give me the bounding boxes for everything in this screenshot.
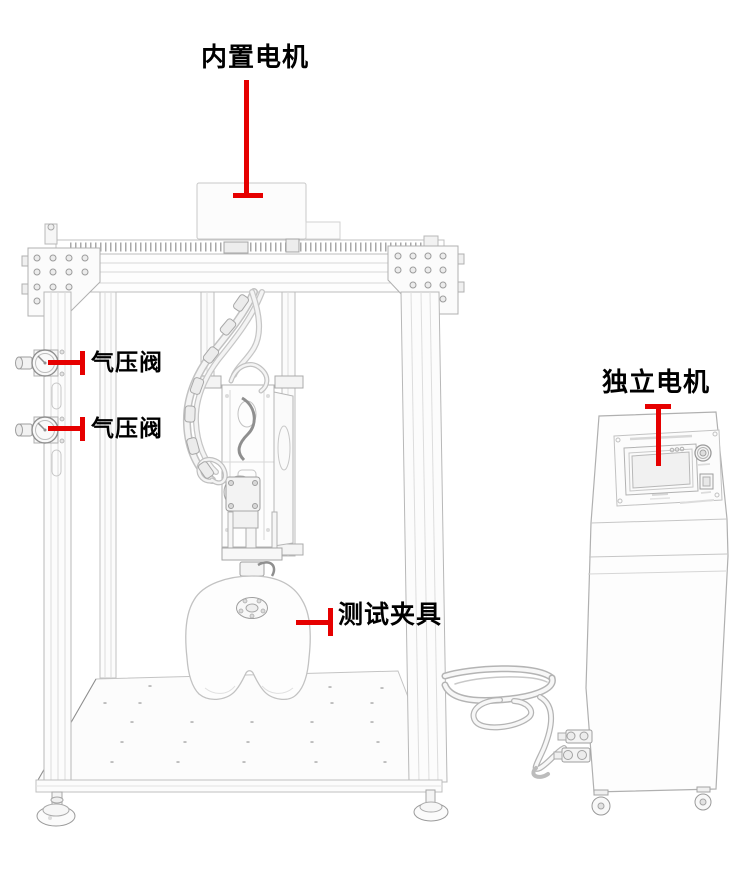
callout-bar-builtin-motor — [233, 193, 263, 198]
callout-line-valve-2 — [48, 426, 81, 431]
column-front-right — [400, 291, 448, 783]
builtin-motor-box — [196, 182, 341, 240]
callout-bar-valve-2 — [80, 417, 85, 441]
control-cabinet — [585, 411, 729, 816]
label-builtin-motor: 内置电机 — [201, 42, 310, 72]
estop-button — [694, 444, 712, 466]
vertical-actuator-assembly — [194, 291, 304, 599]
touchscreen — [623, 443, 699, 496]
callout-bar-test-fixture — [328, 608, 333, 636]
column-back-left — [99, 291, 117, 679]
power-switch — [699, 473, 714, 494]
table-perforations — [103, 685, 387, 763]
callout-line-independent-motor — [656, 408, 661, 466]
callout-bar-valve-1 — [80, 351, 85, 375]
leveling-foot-left — [36, 791, 76, 827]
callout-line-valve-1 — [48, 360, 81, 365]
callout-line-test-fixture — [296, 620, 329, 625]
leveling-foot-right — [413, 789, 449, 822]
label-independent-motor: 独立电机 — [602, 367, 711, 397]
label-test-fixture: 测试夹具 — [338, 601, 443, 629]
base-frame-front — [35, 779, 443, 793]
label-pneumatic-valve-1: 气压阀 — [91, 349, 163, 375]
top-beam — [44, 223, 451, 293]
fixture-flange — [236, 597, 268, 619]
test-fixture-form — [185, 575, 311, 700]
callout-bar-independent-motor — [645, 404, 671, 409]
caster-left — [591, 789, 611, 816]
callout-line-builtin-motor — [244, 80, 249, 194]
pneumatic-fittings — [553, 729, 593, 763]
label-pneumatic-valve-2: 气压阀 — [91, 415, 163, 441]
base-table — [37, 670, 441, 781]
caster-right — [694, 786, 712, 811]
cable-bundle — [182, 288, 270, 486]
indicator-dots — [669, 446, 685, 453]
pressure-gauge-bottom — [15, 416, 65, 477]
air-hose — [441, 665, 567, 779]
